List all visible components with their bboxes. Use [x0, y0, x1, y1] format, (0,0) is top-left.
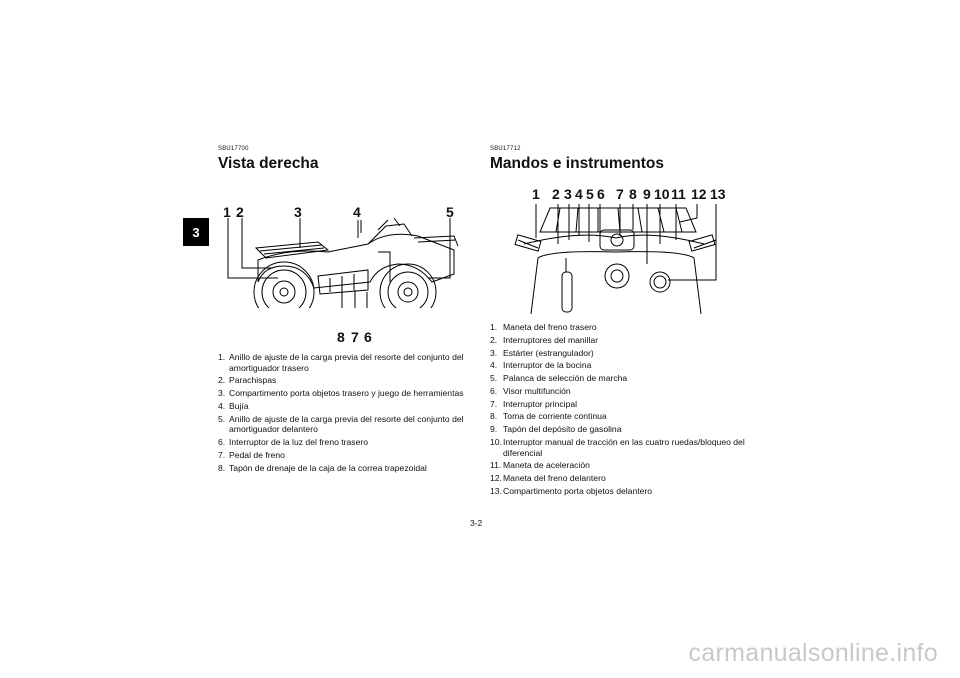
section-title: Vista derecha: [218, 155, 319, 172]
callout-10: 10: [654, 186, 670, 202]
controls-parts-list: 1.Maneta del freno trasero 2.Interruptor…: [490, 322, 752, 497]
section-code: SBU17712: [490, 146, 521, 152]
list-item: 11.Maneta de aceleración: [490, 460, 590, 471]
chapter-tab: 3: [183, 218, 209, 246]
callout-6: 6: [364, 329, 372, 345]
watermark: carmanualsonline.info: [688, 639, 938, 667]
callout-3: 3: [294, 204, 302, 220]
callout-4: 4: [575, 186, 583, 202]
list-item: 9.Tapón del depósito de gasolina: [490, 424, 622, 435]
list-item: 7.Interruptor principal: [490, 398, 578, 409]
list-item: 7.Pedal de freno: [218, 449, 285, 460]
list-item: 12.Maneta del freno delantero: [490, 473, 606, 484]
list-item: 2.Interruptores del manillar: [490, 334, 599, 345]
callout-9: 9: [643, 186, 651, 202]
right-view-section: SBU17700 Vista derecha: [218, 146, 480, 475]
list-item: 13.Compartimento porta objetos delantero: [490, 485, 653, 496]
callout-8: 8: [629, 186, 637, 202]
list-item: 8.Tapón de drenaje de la caja de la corr…: [218, 462, 427, 473]
callout-1: 1: [532, 186, 540, 202]
callout-8: 8: [337, 329, 345, 345]
right-view-parts-list: 1.Anillo de ajuste de la carga previa de…: [218, 352, 480, 473]
callout-1: 1: [223, 204, 231, 220]
list-item: 1.Maneta del freno trasero: [490, 322, 597, 332]
list-item: 1.Anillo de ajuste de la carga previa de…: [218, 352, 464, 373]
list-item: 4.Bujía: [218, 400, 249, 411]
handlebar-drawing: [514, 204, 717, 314]
callout-12: 12: [691, 186, 707, 202]
callout-4: 4: [353, 204, 361, 220]
list-item: 6.Interruptor de la luz del freno traser…: [218, 437, 369, 448]
page-number: 3-2: [470, 518, 483, 528]
callout-5: 5: [586, 186, 594, 202]
callout-11: 11: [671, 186, 686, 202]
list-item: 4.Interruptor de la bocina: [490, 360, 592, 371]
callout-5: 5: [446, 204, 454, 220]
list-item: 6.Visor multifunción: [490, 385, 571, 396]
callout-7: 7: [616, 186, 624, 202]
callout-2: 2: [552, 186, 560, 202]
callout-13: 13: [710, 186, 726, 202]
list-item: 5.Palanca de selección de marcha: [490, 373, 628, 384]
controls-section: SBU17712 Mandos e instrumentos: [490, 146, 752, 499]
list-item: 10.Interruptor manual de tracción en las…: [490, 437, 745, 458]
list-item: 3.Compartimento porta objetos trasero y …: [218, 388, 464, 399]
atv-side-drawing: [227, 217, 459, 308]
atv-right-side-illustration: 1 2 3 4 5 8 7 6: [218, 178, 480, 344]
callout-3: 3: [564, 186, 572, 202]
section-code: SBU17700: [218, 146, 249, 152]
callout-6: 6: [597, 186, 605, 202]
callout-2: 2: [236, 204, 244, 220]
list-item: 5.Anillo de ajuste de la carga previa de…: [218, 413, 464, 435]
list-item: 8.Toma de corriente continua: [490, 411, 607, 422]
callout-7: 7: [351, 329, 359, 345]
list-item: 2.Parachispas: [218, 375, 277, 386]
section-title: Mandos e instrumentos: [490, 155, 664, 172]
controls-illustration: 1 2 3 4 5 6 7 8 9 10 11 12 13: [490, 178, 752, 314]
list-item: 3.Estárter (estrangulador): [490, 347, 594, 358]
